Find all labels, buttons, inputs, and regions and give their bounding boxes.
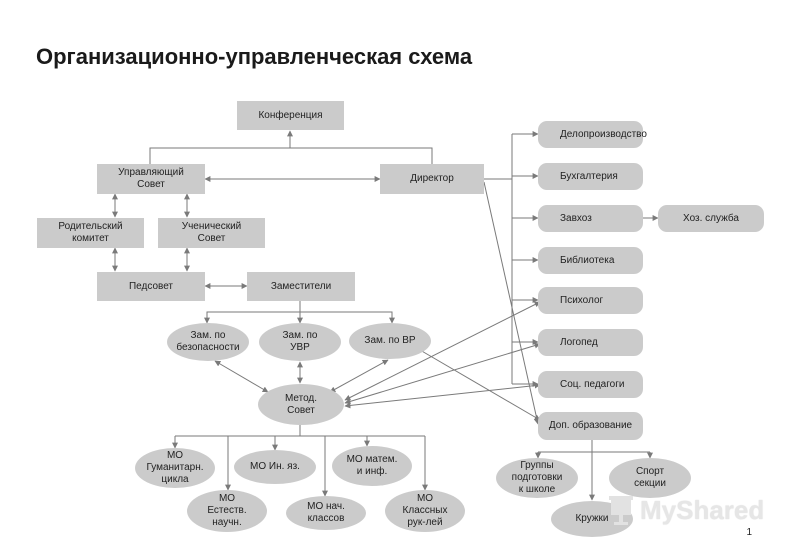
node-zamestiteli: Заместители xyxy=(247,272,355,301)
node-mo-nach-klassov: МО нач. классов xyxy=(286,496,366,530)
node-konferenciya: Конференция xyxy=(237,101,344,130)
node-zam-bezopasnosti: Зам. по безопасности xyxy=(167,323,249,361)
node-zam-vr: Зам. по ВР xyxy=(349,323,431,359)
node-uchenichesky: Ученический Совет xyxy=(158,218,265,248)
page-title: Организационно-управленческая схема xyxy=(36,44,473,69)
node-dop-obrazovanie: Доп. образование xyxy=(538,412,643,440)
node-upravl-sovet: Управляющий Совет xyxy=(97,164,205,194)
node-psiholog: Психолог xyxy=(538,287,643,314)
node-mo-gumanitarn: МО Гуманитарн. цикла xyxy=(135,448,215,488)
node-logoped: Логопед xyxy=(538,329,643,356)
node-pedsovet: Педсовет xyxy=(97,272,205,301)
page-number: 1 xyxy=(746,527,752,538)
node-metod-sovet: Метод. Совет xyxy=(258,384,344,425)
presentation-icon xyxy=(609,496,633,525)
watermark-logo: MyShared xyxy=(606,490,766,530)
node-hoz-sluzhba: Хоз. служба xyxy=(658,205,764,232)
node-direktor: Директор xyxy=(380,164,484,194)
watermark-text: MyShared xyxy=(640,494,765,525)
node-biblioteka: Библиотека xyxy=(538,247,643,274)
node-gruppy-podgotovki: Группы подготовки к школе xyxy=(496,458,578,498)
node-sport-sekcii: Спорт секции xyxy=(609,458,691,498)
node-mo-estestv: МО Естеств. научн. xyxy=(187,490,267,532)
node-mo-matem: МО матем. и инф. xyxy=(332,446,412,486)
node-roditelsky: Родительский комитет xyxy=(37,218,144,248)
node-zam-uvr: Зам. по УВР xyxy=(259,323,341,361)
node-buhgalteria: Бухгалтерия xyxy=(538,163,643,190)
node-soc-pedagog: Соц. педагоги xyxy=(538,371,643,398)
node-deloproizvodstvo: Делопроизводство xyxy=(538,121,647,148)
node-mo-in-yaz: МО Ин. яз. xyxy=(234,450,316,484)
node-zavhoz: Завхоз xyxy=(538,205,643,232)
node-mo-klassnyh: МО Классных рук-лей xyxy=(385,490,465,532)
